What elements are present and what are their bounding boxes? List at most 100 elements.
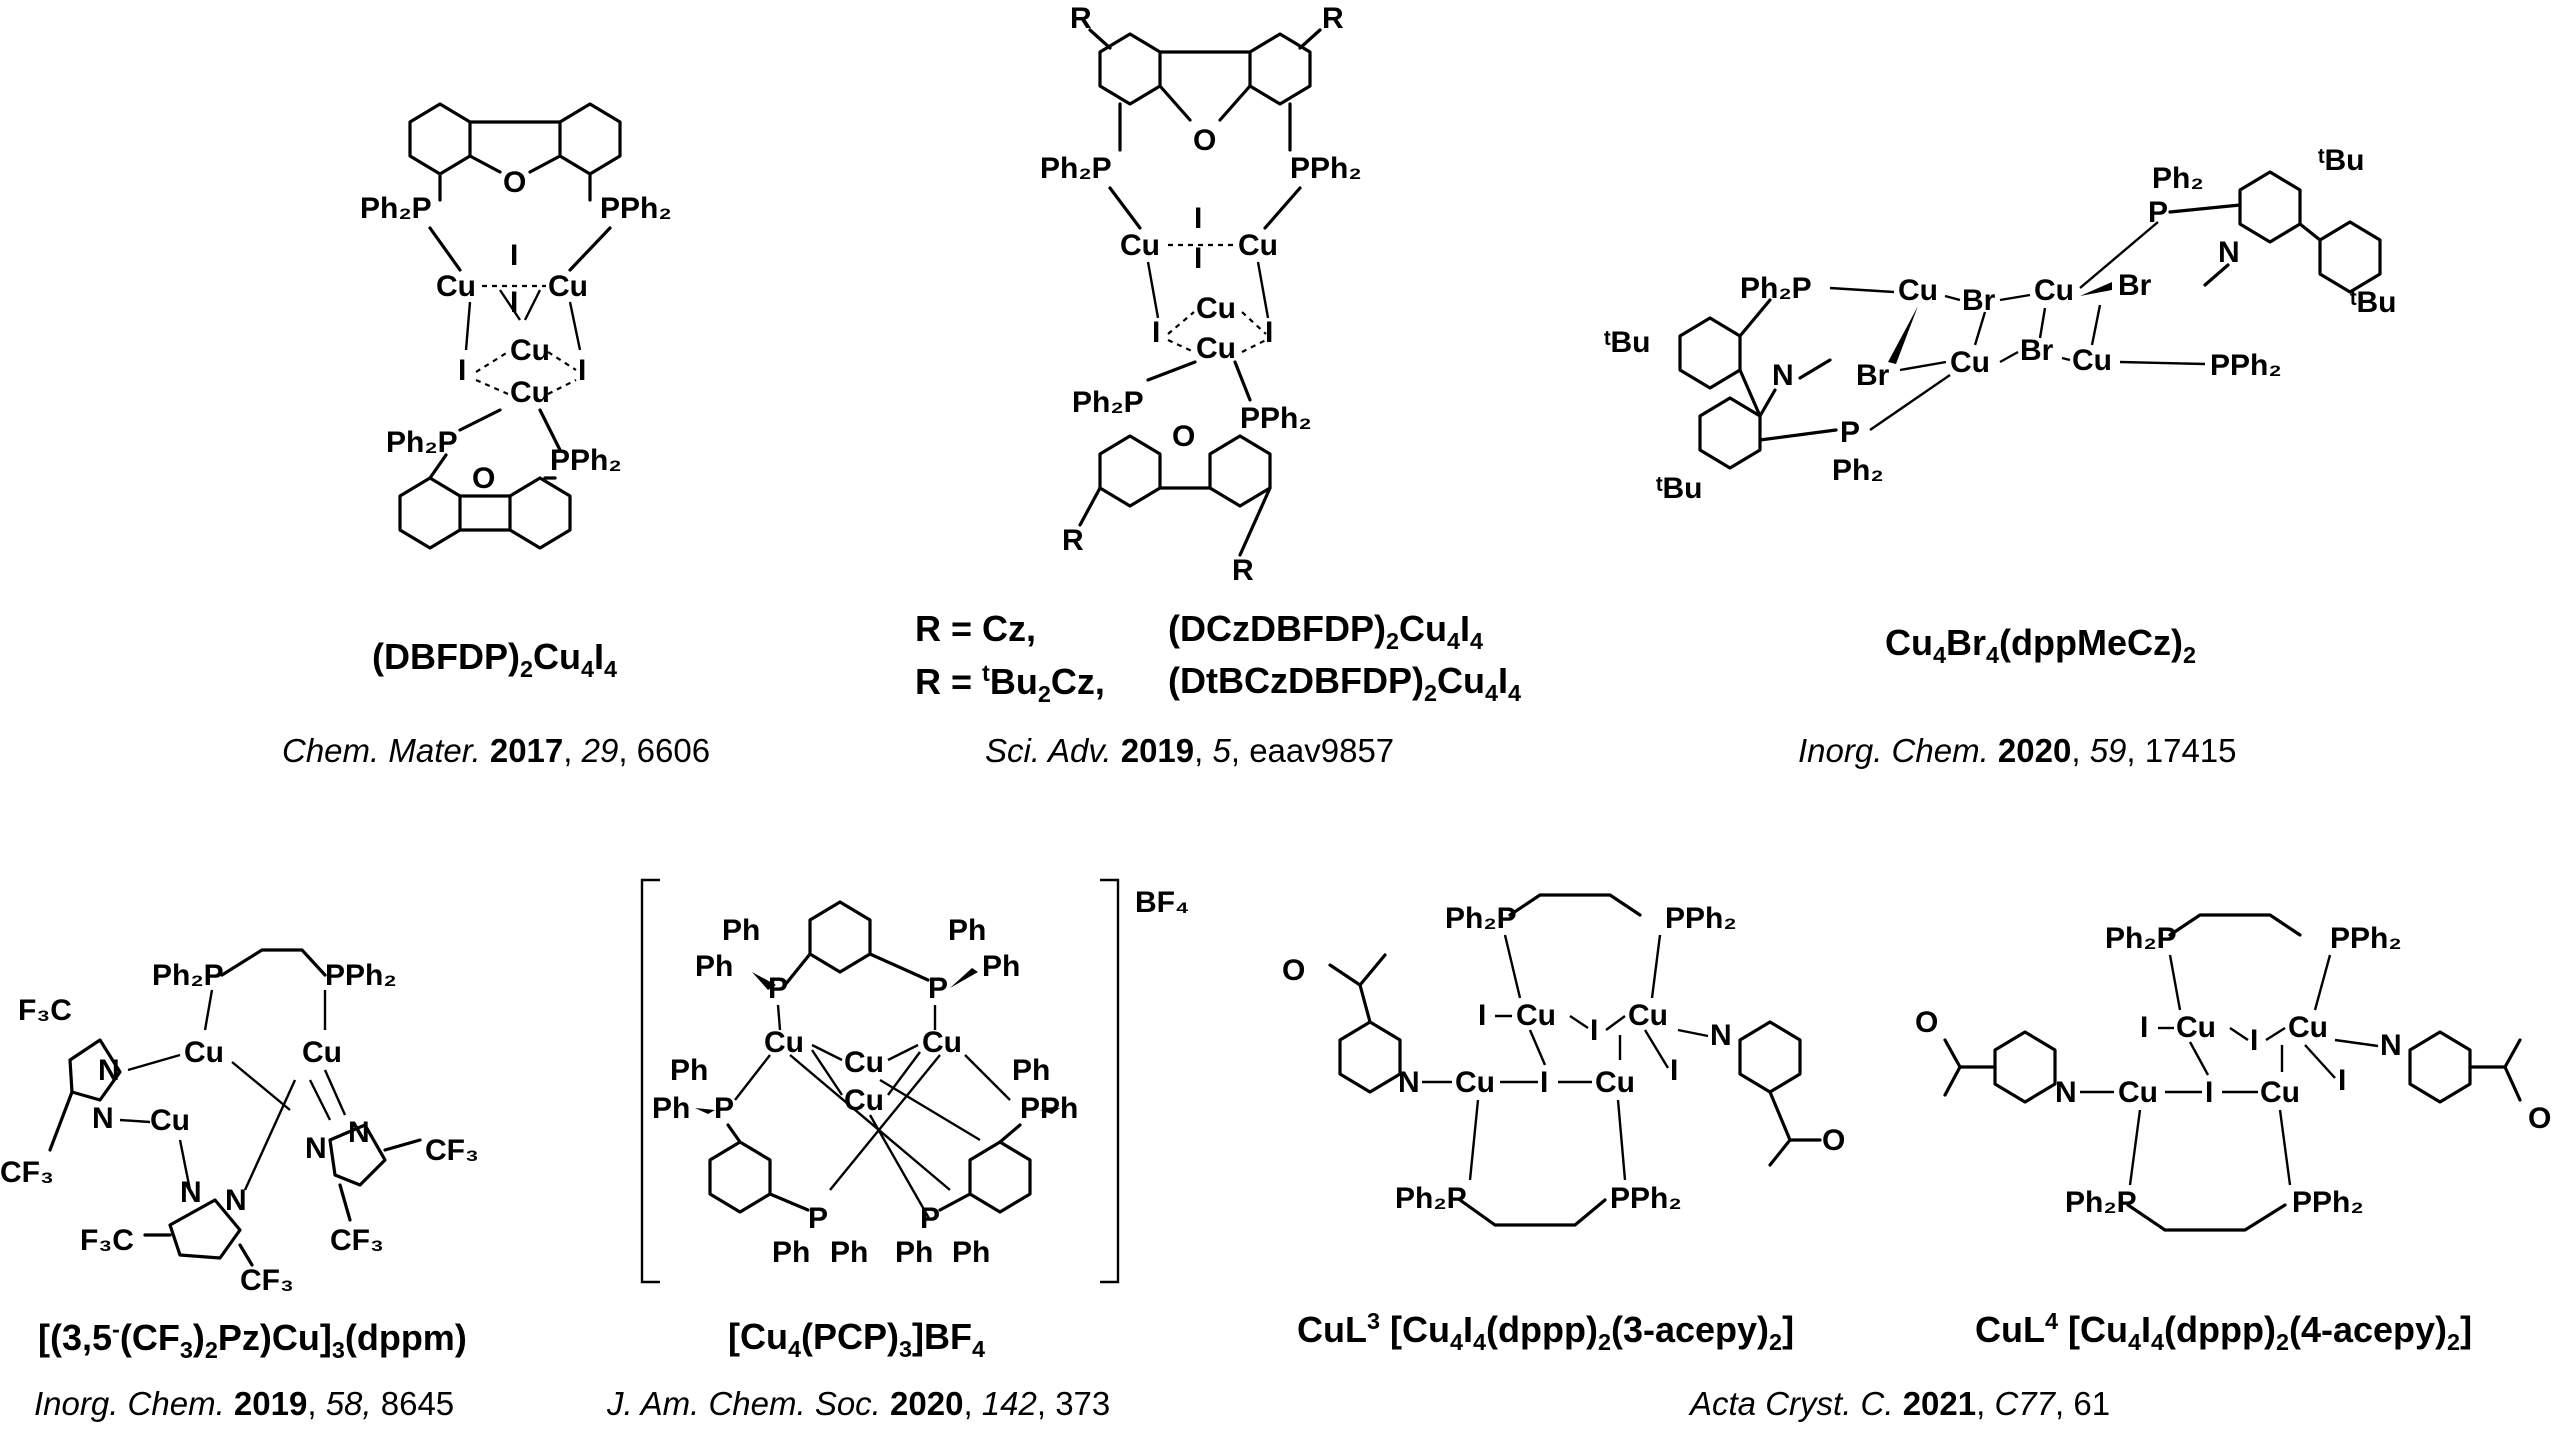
ref-year: 2020 [1997,732,2072,769]
r-definition-tbu2cz: R = tBu2Cz, [915,660,1105,708]
pph2-label: PPh₂ [1240,402,1312,435]
ph-label: Ph [982,950,1020,983]
nitrogen-label: N [2218,236,2240,269]
cf3-label: CF₃ [0,1156,54,1189]
pph2-label: PPh₂ [2292,1186,2364,1219]
right-bracket [1100,878,1120,1284]
phosphorus-label: P [2148,196,2168,229]
cu-label: Cu [1516,999,1556,1032]
r-group-label: R [1232,554,1254,587]
ph2p-label: Ph₂P [360,192,432,225]
cu-label: Cu [844,1046,884,1079]
phosphorus-label: P [920,1202,940,1235]
iodine-label: I [1478,999,1486,1032]
ph2-label: Ph₂ [1832,454,1884,487]
nitrogen-label: N [1710,1019,1732,1052]
ref-journal: J. Am. Chem. Soc. [607,1385,881,1422]
ref-page: eaav9857 [1249,732,1395,769]
iodine-label: I [2338,1064,2346,1097]
reference-inorg-chem-2019: Inorg. Chem. 2019, 58, 8645 [34,1385,455,1422]
r-group-label: R [1062,524,1084,557]
ref-year: 2021 [1902,1385,1977,1422]
pph2-label: PPh₂ [1665,902,1737,935]
ref-page: 17415 [2144,732,2237,769]
pph2-label: PPh₂ [1610,1182,1682,1215]
cu-label: Cu [1238,229,1278,262]
ref-volume: 142 [981,1385,1037,1422]
bromine-label: Br [2118,269,2152,302]
bf4-label: BF₄ [1135,886,1189,919]
ref-volume: C77 [1994,1385,2056,1422]
structure-cu4-pcp3-bf4: BF₄ Ph Ph P P Ph Ph Cu Cu Cu Cu Ph Ph P … [640,878,1189,1284]
cu-label: Cu [1898,274,1938,307]
cu-label: Cu [1628,999,1668,1032]
nitrogen-label: N [92,1102,114,1135]
cu-label: Cu [844,1084,884,1117]
oxygen-label: O [1822,1124,1845,1157]
r-group-label: R [1070,2,1092,35]
pph2-label: PPh₂ [600,192,672,225]
compound-name-cul4: CuL4 [Cu4I4(dppp)2(4-acepy)2] [1975,1308,2473,1356]
iodine-label: I [1540,1066,1548,1099]
ph-label: Ph [952,1236,990,1269]
structure-dbfdp-cu4i4: O Ph₂P PPh₂ Cu Cu I I Cu Cu I I Ph₂P PPh… [360,102,672,550]
cu-label: Cu [2260,1076,2300,1109]
pph2-label: PPh₂ [550,444,622,477]
phosphorus-label: P [714,1092,734,1125]
ref-page: 61 [2073,1385,2111,1422]
cu-label: Cu [764,1026,804,1059]
nitrogen-label: N [2055,1076,2077,1109]
cu-label: Cu [2034,274,2074,307]
compound-name-dczdbfdp: (DCzDBFDP)2Cu4I4 [1168,608,1484,655]
ref-page: 8645 [380,1385,455,1422]
nitrogen-label: N [1772,359,1794,392]
ph-label: Ph [948,914,986,947]
compound-name-dbfdp: (DBFDP)2Cu4I4 [372,636,618,683]
ph-label: Ph [1012,1054,1050,1087]
nitrogen-label: N [180,1176,202,1209]
structure-cul3: Ph₂P PPh₂ I Cu I Cu Cu I Cu I N O N O [1282,893,1845,1227]
ph-label: Ph [772,1236,810,1269]
iodine-label: I [1194,202,1202,235]
ref-page: 373 [1055,1385,1111,1422]
ref-page: 6606 [636,732,711,769]
tbu-label: ᵗBu [1604,326,1651,359]
bromine-label: Br [1962,284,1996,317]
bromine-label: Br [2020,334,2054,367]
reference-chem-mater-2017: Chem. Mater. 2017, 29, 6606 [282,732,711,769]
pph2-label: PPh₂ [2330,922,2402,955]
ph2p-label: Ph₂P [1395,1182,1467,1215]
r-definition-cz: R = Cz, [915,608,1037,649]
structure-cu4br4-dppmecz: ᵗBu Ph₂ P N ᵗBu Ph₂P Cu Br Cu Br Cu Br C… [1604,144,2397,505]
iodine-label: I [2250,1024,2258,1057]
ref-year: 2019 [1120,732,1195,769]
pph2-label: PPh₂ [325,959,397,992]
phosphorus-label: P [808,1202,828,1235]
structure-pzcu3-dppm: Ph₂P PPh₂ Cu Cu F₃C N N Cu CF₃ N N CF₃ C… [0,948,479,1297]
ref-volume: 58, [325,1385,372,1422]
cf3-label: CF₃ [425,1134,479,1167]
nitrogen-label: N [225,1184,247,1217]
oxygen-label: O [1172,420,1195,453]
iodine-label: I [2205,1076,2213,1109]
ph-label: Ph [830,1236,868,1269]
compound-name-cu4-pcp3: [Cu4(PCP)3]BF4 [728,1316,986,1363]
cu-label: Cu [548,270,588,303]
ref-year: 2020 [890,1385,964,1422]
cu-label: Cu [1196,332,1236,365]
oxygen-label: O [472,462,495,495]
ph2p-label: Ph₂P [1072,386,1144,419]
phosphorus-label: P [1840,416,1860,449]
ph-label: Ph [695,950,733,983]
nitrogen-label: N [98,1054,120,1087]
cu-label: Cu [2118,1076,2158,1109]
cu-label: Cu [510,376,550,409]
ph2p-label: Ph₂P [152,959,224,992]
r-group-label: R [1322,2,1344,35]
nitrogen-label: N [2380,1029,2402,1062]
cu-label: Cu [1196,292,1236,325]
ref-year: 2017 [489,732,564,769]
ref-journal: Chem. Mater. [282,732,481,769]
oxygen-label: O [503,166,526,199]
ref-year: 2019 [233,1385,308,1422]
